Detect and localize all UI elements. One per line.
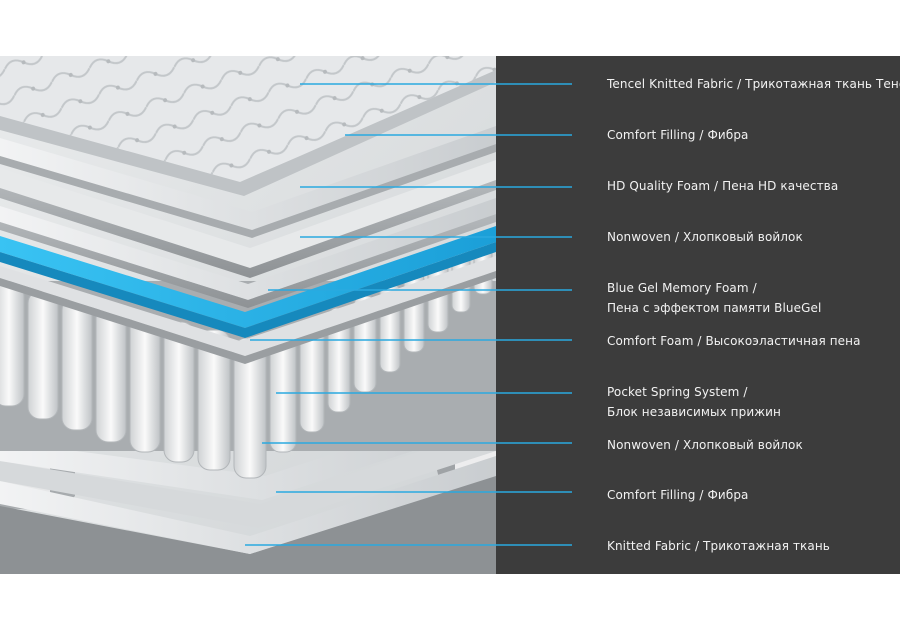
layer-label-knitted-fabric: Knitted Fabric / Трикотажная ткань <box>607 539 830 553</box>
callout-lines <box>245 83 572 546</box>
layer-label-hd-quality-foam: HD Quality Foam / Пена HD качества <box>607 179 839 193</box>
product-image: Tencel Knitted Fabric / Трикотажная ткан… <box>0 56 900 574</box>
layer-label-comfort-filling-bottom: Comfort Filling / Фибра <box>607 488 749 502</box>
layer-label-nonwoven-bottom: Nonwoven / Хлопковый войлок <box>607 438 803 452</box>
layer-label-comfort-foam: Comfort Foam / Высокоэластичная пена <box>607 334 861 348</box>
layer-label-tencel-knitted-fabric: Tencel Knitted Fabric / Трикотажная ткан… <box>607 77 900 91</box>
layer-label-blue-gel-memory-foam: Blue Gel Memory Foam / Пена с эффектом п… <box>607 281 822 315</box>
mattress-cutaway-photo <box>0 56 496 574</box>
layer-label-comfort-filling-top: Comfort Filling / Фибра <box>607 128 749 142</box>
layer-label-nonwoven-top: Nonwoven / Хлопковый войлок <box>607 230 803 244</box>
layer-label-pocket-spring-system: Pocket Spring System / Блок независимых … <box>607 385 781 419</box>
